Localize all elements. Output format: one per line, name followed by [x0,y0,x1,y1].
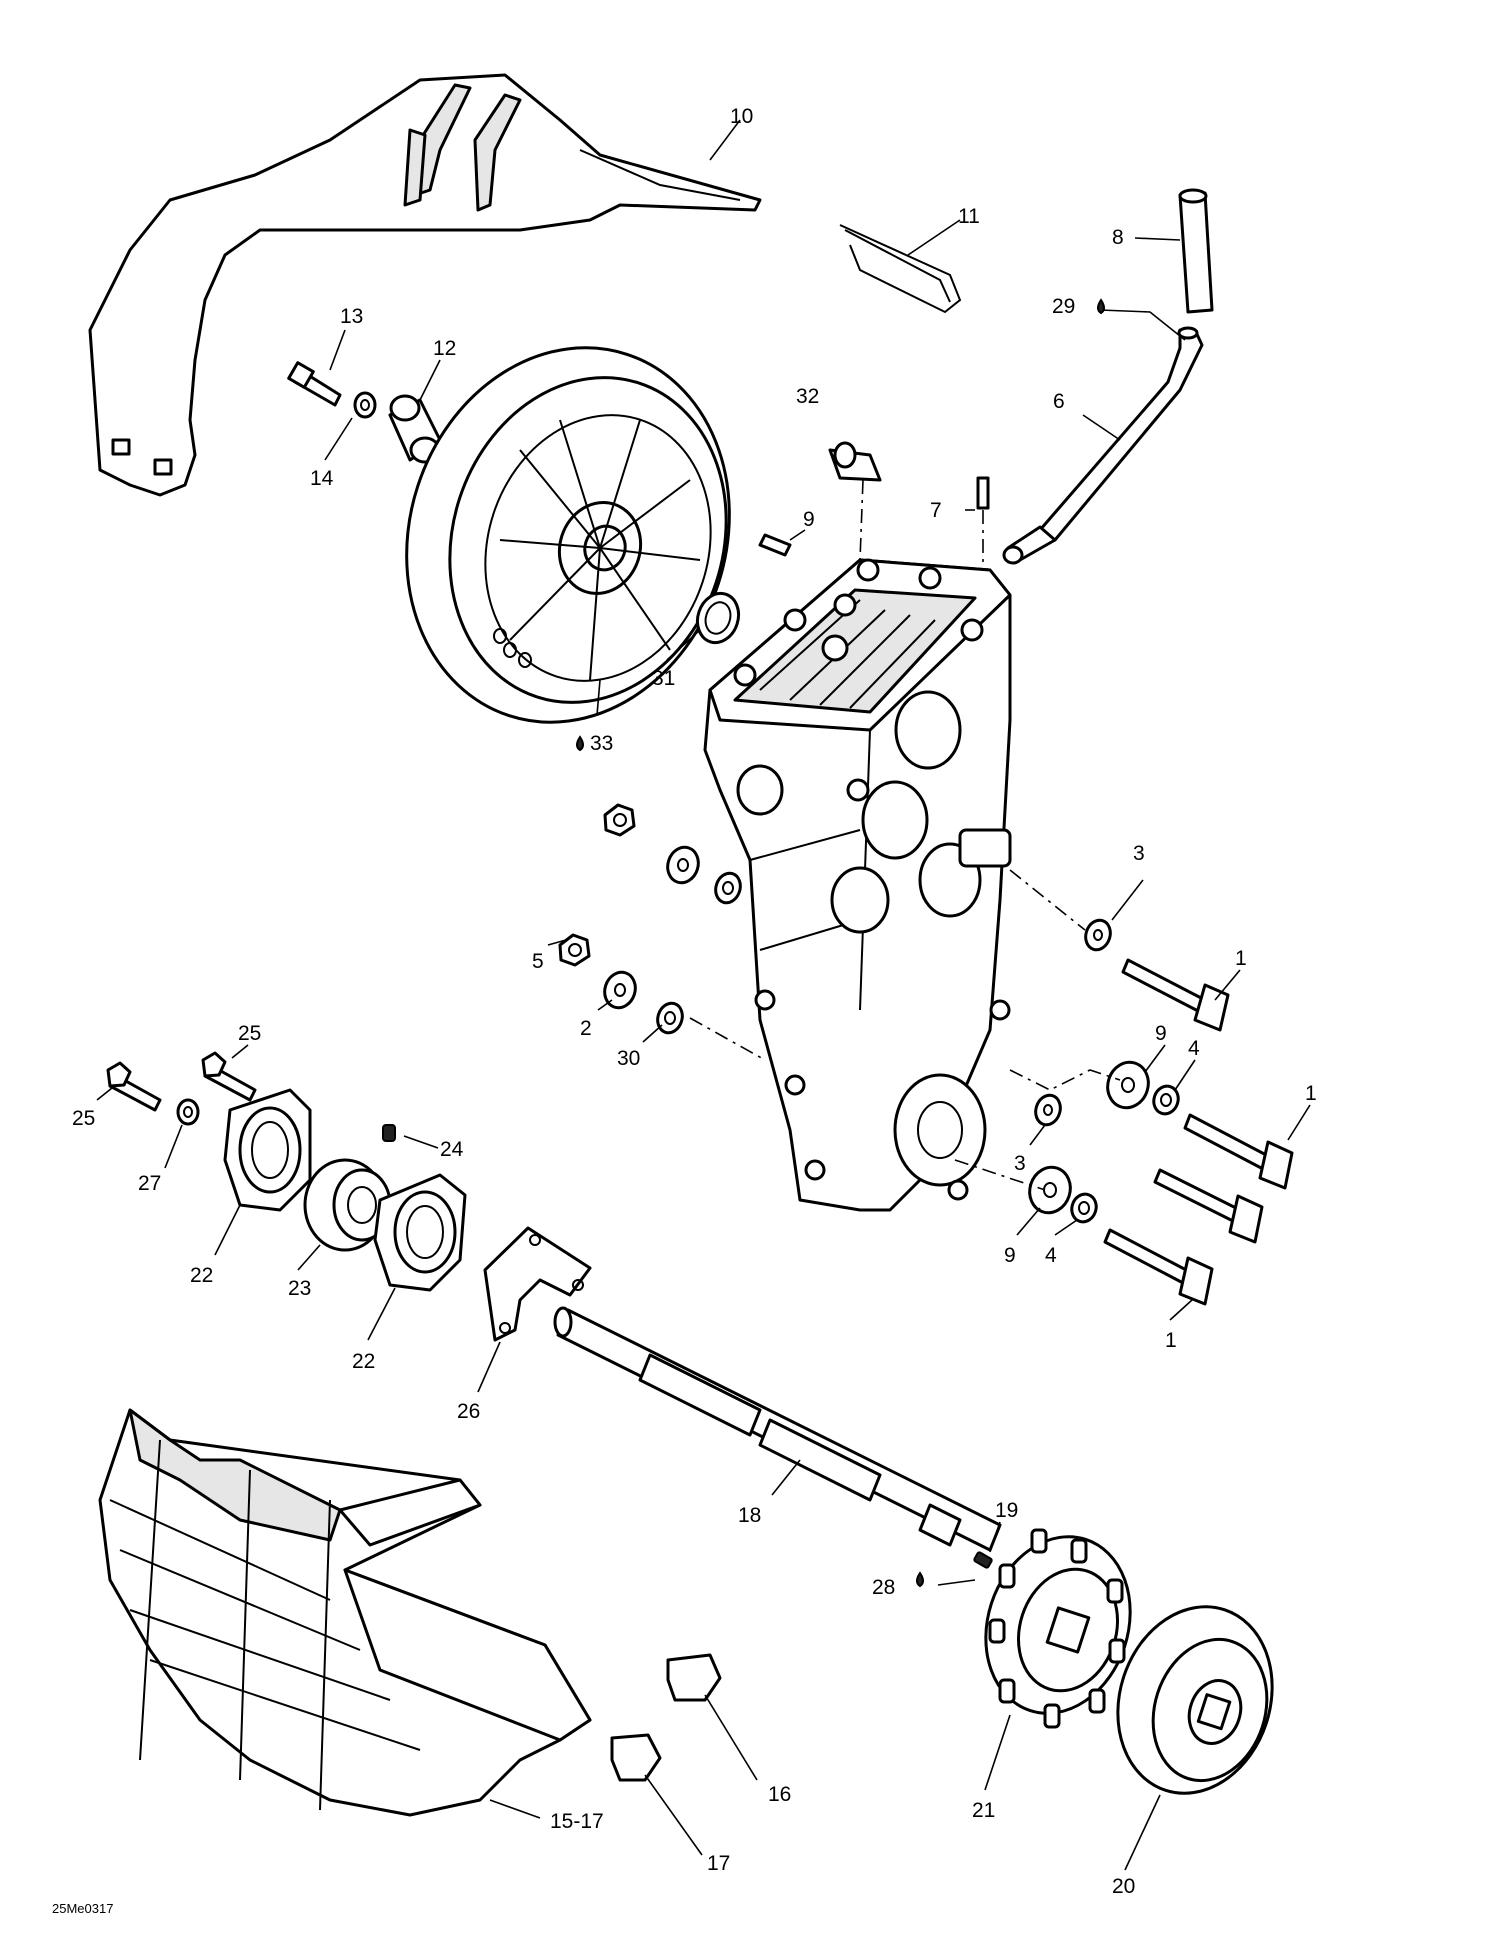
callout-22-left: 22 [190,1264,213,1287]
callout-25-left: 25 [72,1107,95,1130]
sprocket-part-21 [984,1528,1132,1729]
callout-12: 12 [433,337,456,360]
callout-26: 26 [457,1400,480,1423]
callout-4-mid: 4 [1188,1037,1200,1060]
callout-4-lower: 4 [1045,1244,1057,1267]
bolt-part-1-lower [1103,1228,1214,1306]
key-part-9 [758,533,792,557]
bolt-part-25-left [106,1061,162,1112]
bolt-part-1-upper [1121,958,1230,1032]
lever-part-6-8 [1002,188,1214,565]
bolt-part-1-mid2 [1153,1168,1264,1244]
bracket-part-32 [828,441,882,482]
callout-8: 8 [1112,226,1124,249]
callout-22-right: 22 [352,1350,375,1373]
flange-part-22-left [223,1088,312,1212]
callout-11: 11 [958,205,980,228]
nut-upper [603,803,636,837]
washer-part-9-mid [1106,1060,1150,1110]
lubricant-drop-icon [916,1571,924,1588]
callout-28: 28 [872,1576,895,1599]
callout-16: 16 [768,1783,791,1806]
nut-part-5 [558,933,591,967]
callout-6: 6 [1053,390,1065,413]
lubricant-drop-icon [1097,298,1105,315]
setscrew-part-19 [973,1551,993,1569]
slider-part-17 [610,1733,662,1782]
callout-14: 14 [310,467,334,490]
callout-2: 2 [580,1017,592,1040]
figure-reference: 25Me0317 [52,1901,113,1916]
callout-31: 31 [652,667,675,690]
callout-25-top: 25 [238,1022,261,1045]
bracket-part-26 [483,1226,592,1342]
guard-part-10 [88,73,762,497]
washer-part-3-lower [1034,1093,1062,1127]
washer-part-30 [656,1001,684,1035]
setscrew-part-24 [382,1124,396,1142]
chaincase-housing [703,558,1012,1212]
callout-17: 17 [707,1852,730,1875]
callout-32: 32 [796,385,819,408]
wheel-part-20 [1116,1605,1274,1795]
washer-part-4-lower [1070,1192,1098,1224]
pin-part-7 [976,476,990,510]
washer-part-3-upper [1084,918,1112,952]
spacer-part-12 [388,394,442,464]
bolt-part-25-right [201,1051,257,1102]
washer-part-2 [603,970,637,1010]
callout-9-lower: 9 [1004,1244,1016,1267]
washer-part-9-lower [1028,1165,1072,1215]
lubricant-drop-icon [576,735,584,752]
callout-13: 13 [340,305,363,328]
callout-10: 10 [730,105,753,128]
callout-27: 27 [138,1172,161,1195]
seal-part-31 [695,591,741,645]
track-part-15-17 [98,1408,592,1817]
callout-19: 19 [995,1499,1018,1522]
bolt-part-1-mid [1183,1113,1294,1190]
clip-part-11 [839,224,962,314]
washer-part-27 [176,1098,200,1126]
callout-29: 29 [1052,295,1075,318]
callout-7: 7 [930,499,942,522]
assembly-centerlines [689,479,1121,1191]
washer-part-14 [353,391,377,419]
callout-5: 5 [532,950,544,973]
callout-1-mid: 1 [1305,1082,1317,1105]
callout-9-mid: 9 [1155,1022,1167,1045]
axle-part-18 [553,1306,1002,1552]
leader-lines [96,119,1311,1871]
slider-part-16 [666,1653,722,1702]
callout-3-lower: 3 [1014,1152,1026,1175]
callout-30: 30 [617,1047,640,1070]
callout-21: 21 [972,1799,995,1822]
flange-part-22-right [373,1173,467,1292]
callout-9-key: 9 [803,508,815,531]
washer-upper-1 [666,845,700,885]
callout-1-upper: 1 [1235,947,1247,970]
callout-24: 24 [440,1138,464,1161]
callout-15-17: 15-17 [550,1810,604,1833]
bolt-part-13 [287,361,342,407]
callout-18: 18 [738,1504,761,1527]
driven-pulley [405,346,731,724]
callout-23: 23 [288,1277,311,1300]
washer-upper-2 [714,871,742,905]
callout-20: 20 [1112,1875,1135,1898]
callout-1-lower: 1 [1165,1329,1177,1352]
callout-33: 33 [590,732,613,755]
callout-3-upper: 3 [1133,842,1145,865]
washer-part-4-mid [1152,1084,1180,1116]
